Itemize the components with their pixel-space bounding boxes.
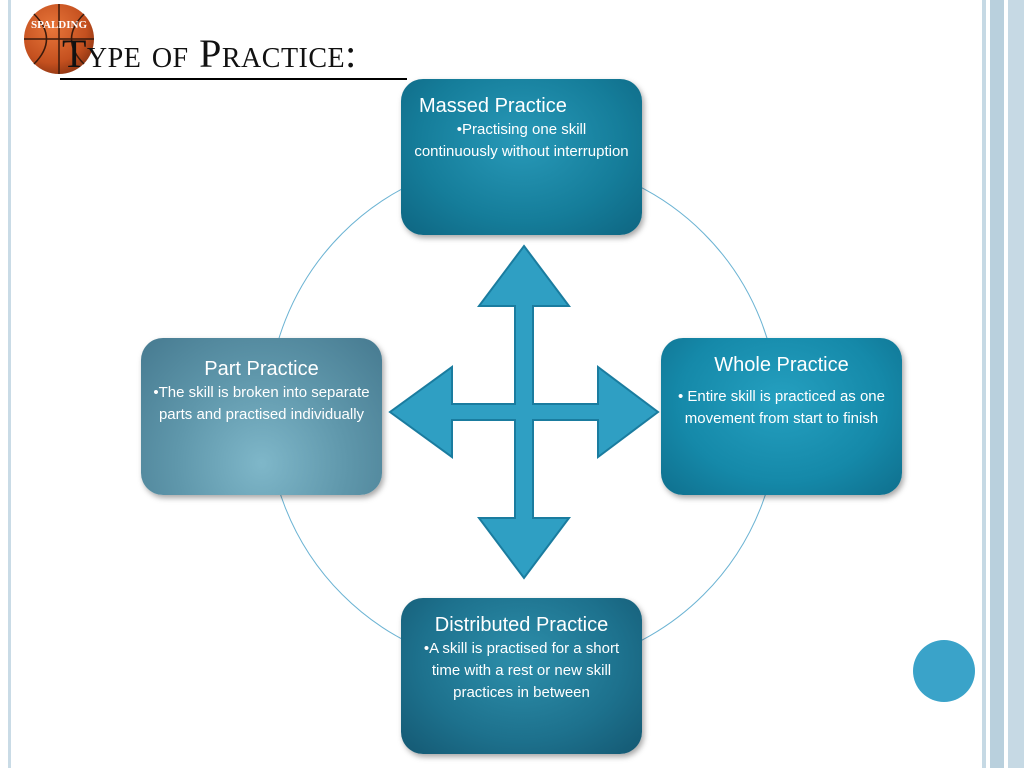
node-description: • Entire skill is practiced as one movem…	[677, 388, 885, 427]
right-frame-stripes	[980, 0, 1024, 768]
decorative-dot	[913, 640, 975, 702]
arrow-shape	[388, 244, 660, 580]
title-underline	[60, 78, 407, 80]
logo-text: SPALDING	[31, 19, 87, 31]
node-description: •A skill is practised for a short time w…	[423, 640, 620, 701]
node-whole-practice: Whole Practice • Entire skill is practic…	[661, 338, 902, 495]
node-title: Part Practice	[204, 358, 319, 380]
basketball-icon: SPALDING	[24, 4, 94, 74]
node-description: •The skill is broken into separate parts…	[153, 384, 370, 423]
node-title: Massed Practice	[419, 95, 567, 117]
slide-title: Type of Practice:	[62, 31, 357, 76]
node-title: Distributed Practice	[434, 614, 609, 636]
node-title: Whole Practice	[714, 354, 849, 376]
node-description: •Practising one skill continuously witho…	[414, 121, 629, 160]
node-part-practice: Part Practice •The skill is broken into …	[141, 338, 382, 495]
left-frame-line	[8, 0, 11, 768]
node-distributed-practice: Distributed Practice •A skill is practis…	[401, 598, 642, 754]
node-massed-practice: Massed Practice •Practising one skill co…	[401, 79, 642, 235]
